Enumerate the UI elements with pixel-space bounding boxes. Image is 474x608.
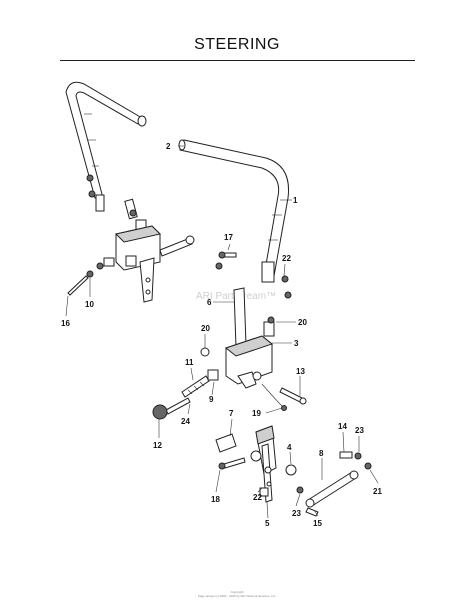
callout-17: 17 [224, 233, 233, 242]
callout-16: 16 [61, 319, 70, 328]
callout-18: 18 [211, 495, 220, 504]
callout-13: 13 [296, 367, 305, 376]
callout-labels: 2 1 17 22 6 20 3 20 11 9 13 24 12 7 19 4… [61, 142, 382, 528]
left-bracket-assembly [67, 198, 195, 303]
callout-5: 5 [265, 519, 270, 528]
callout-7: 7 [229, 409, 234, 418]
spring-knob-assembly [152, 369, 219, 420]
callout-3: 3 [294, 339, 299, 348]
callout-1: 1 [293, 196, 298, 205]
pin-13 [279, 387, 307, 405]
bolt-17-group [215, 251, 237, 270]
callout-24: 24 [181, 417, 190, 426]
callout-10: 10 [85, 300, 94, 309]
callout-22-upper: 22 [282, 254, 291, 263]
callout-19: 19 [252, 409, 261, 418]
callout-2: 2 [166, 142, 171, 151]
copyright-line-1: Copyright [230, 590, 244, 594]
shaft-6 [233, 287, 247, 348]
title-underline [60, 60, 415, 61]
callout-12: 12 [153, 441, 162, 450]
page-title: STEERING [194, 36, 280, 53]
lower-assembly [215, 425, 372, 517]
callout-8: 8 [319, 449, 324, 458]
callout-6: 6 [207, 298, 212, 307]
callout-leaders [65, 145, 379, 519]
left-steering-handle [65, 81, 147, 212]
callout-22-lower: 22 [253, 493, 262, 502]
callout-23-right: 23 [355, 426, 364, 435]
middle-bracket-assembly [200, 316, 275, 389]
callout-23-lower: 23 [292, 509, 301, 518]
callout-20: 20 [201, 324, 210, 333]
callout-11: 11 [185, 358, 194, 367]
right-steering-handle [178, 139, 292, 299]
callout-9: 9 [209, 395, 214, 404]
callout-15: 15 [313, 519, 322, 528]
callout-21-upper: 20 [298, 318, 307, 327]
callout-21-lower: 21 [373, 487, 382, 496]
copyright-line-2: Page design (c) 2004 - 2016 by ARI Netwo… [197, 594, 277, 598]
callout-14: 14 [338, 422, 347, 431]
copyright-notice: Copyright Page design (c) 2004 - 2016 by… [0, 590, 474, 598]
callout-4: 4 [287, 443, 292, 452]
